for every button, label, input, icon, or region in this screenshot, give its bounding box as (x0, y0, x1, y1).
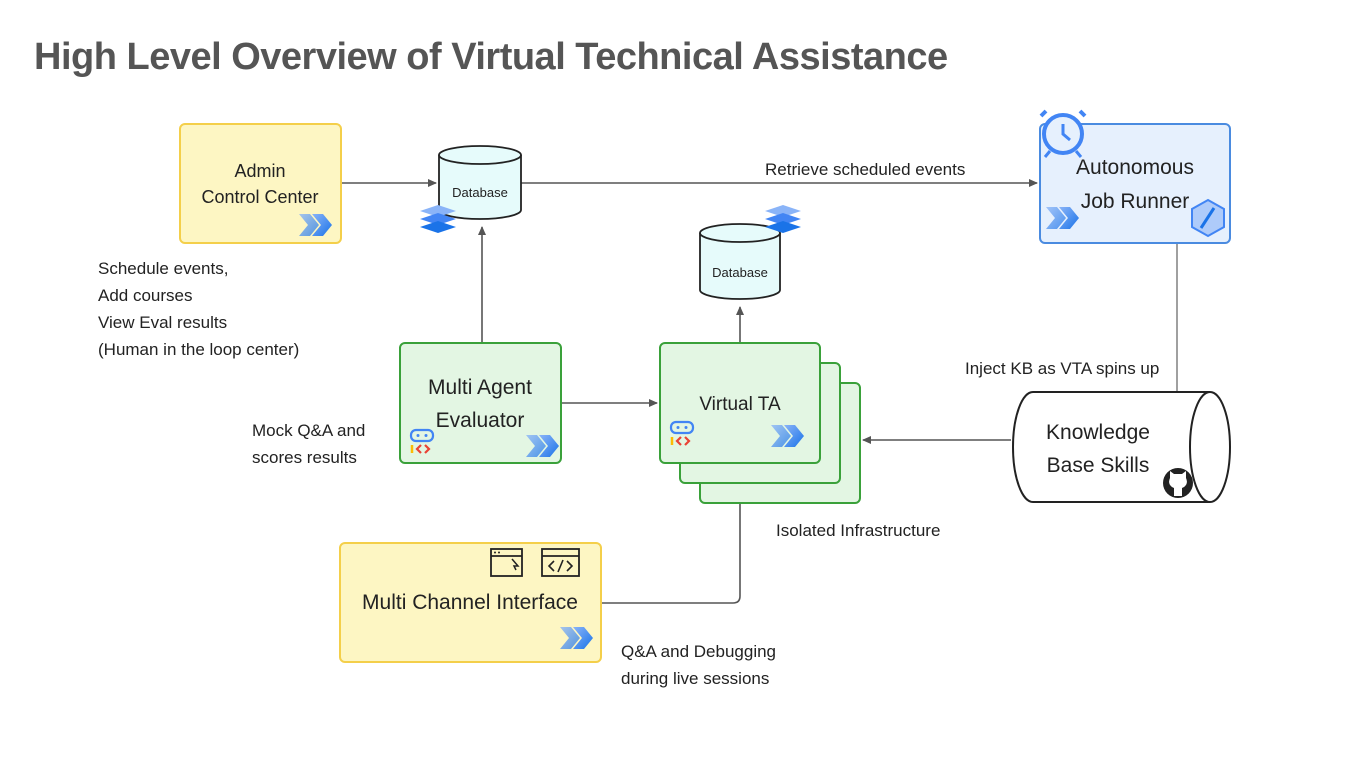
database-stack-icon (765, 205, 801, 233)
admin-line2: Control Center (201, 187, 318, 207)
admin-line1: Admin (234, 161, 285, 181)
knowledge-base-skills-node: Knowledge Base Skills (1012, 391, 1231, 503)
knowledge-line2: Base Skills (1047, 454, 1150, 477)
admin-note-line: (Human in the loop center) (98, 340, 299, 359)
github-icon (1163, 468, 1193, 498)
qa-note-line: during live sessions (621, 669, 769, 688)
job-runner-line1: Autonomous (1076, 156, 1194, 179)
isolated-note: Isolated Infrastructure (776, 521, 940, 540)
admin-control-center-node: Admin Control Center (179, 123, 342, 244)
database-mid-label: Database (712, 265, 768, 280)
qa-note-line: Q&A and Debugging (621, 642, 776, 661)
interface-label: Multi Channel Interface (362, 591, 578, 614)
evaluator-line1: Multi Agent (428, 376, 532, 399)
mock-note-line: Mock Q&A and (252, 421, 365, 440)
database-top-node: Database (420, 145, 522, 233)
autonomous-job-runner-node: Autonomous Job Runner (1039, 109, 1231, 244)
database-top-label: Database (452, 185, 508, 200)
multi-agent-evaluator-node: Multi Agent Evaluator (399, 342, 562, 464)
diagram-title: High Level Overview of Virtual Technical… (34, 36, 948, 78)
admin-note-line: Add courses (98, 286, 193, 305)
browser-window-icon (490, 548, 523, 577)
code-window-icon (541, 548, 580, 577)
job-runner-line2: Job Runner (1081, 190, 1190, 213)
alarm-clock-icon (1039, 109, 1087, 158)
multi-channel-interface-node: Multi Channel Interface (339, 542, 602, 663)
hexagon-icon (1191, 198, 1225, 238)
arrow-interface-to-vta (602, 467, 744, 604)
evaluator-line2: Evaluator (436, 409, 525, 432)
database-mid-node: Database (699, 205, 801, 300)
admin-notes: Schedule events, Add courses View Eval r… (98, 259, 299, 359)
qa-notes: Q&A and Debugging during live sessions (621, 642, 776, 688)
mock-notes: Mock Q&A and scores results (252, 421, 365, 467)
retrieve-note: Retrieve scheduled events (765, 160, 965, 179)
inject-note: Inject KB as VTA spins up (965, 359, 1159, 378)
virtual-ta-label: Virtual TA (699, 394, 781, 415)
admin-note-line: View Eval results (98, 313, 227, 332)
knowledge-line1: Knowledge (1046, 421, 1150, 444)
mock-note-line: scores results (252, 448, 357, 467)
admin-note-line: Schedule events, (98, 259, 228, 278)
virtual-ta-node: Virtual TA (659, 342, 861, 504)
